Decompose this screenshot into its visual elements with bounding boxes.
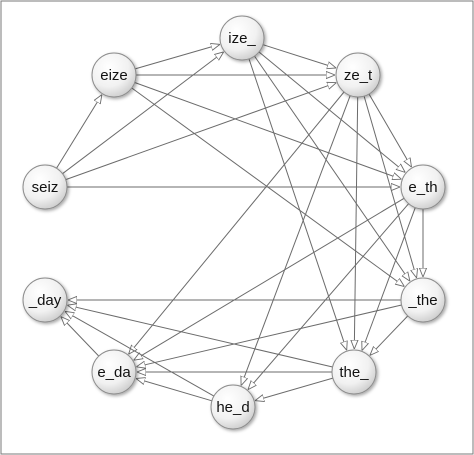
node-label: e_da <box>97 364 131 381</box>
node-circle <box>210 384 256 430</box>
edge-ze_t-to-e_da <box>129 91 345 354</box>
edge-the_-to-_day <box>67 305 333 368</box>
node-_day: _day <box>22 277 68 323</box>
edge-seiz-to-eize <box>56 95 102 169</box>
node-label: the_ <box>339 364 369 381</box>
node-e_th: e_th <box>400 164 446 210</box>
node-eize: eize <box>91 52 137 98</box>
node-circle <box>91 52 137 98</box>
node-label: ize_ <box>228 30 256 47</box>
node-he_d: he_d <box>210 384 256 430</box>
node-_the: _the <box>400 277 446 323</box>
edge-seiz-to-ize_ <box>62 52 224 175</box>
node-circle <box>335 52 381 98</box>
edge-e_da-to-_day <box>61 317 100 357</box>
node-ze_t: ze_t <box>335 52 381 98</box>
edges-layer <box>56 44 424 402</box>
node-circle <box>91 349 137 395</box>
edge-_the-to-the_ <box>370 315 409 356</box>
node-circle <box>400 277 446 323</box>
edge-e_th-to-the_ <box>362 207 416 351</box>
node-label: ze_t <box>344 67 373 84</box>
node-ize_: ize_ <box>219 15 265 61</box>
node-label: eize <box>100 67 128 84</box>
node-label: _the <box>407 292 437 309</box>
node-circle <box>22 164 68 210</box>
node-e_da: e_da <box>91 349 137 395</box>
node-label: e_th <box>408 179 437 196</box>
edge-he_d-to-_day <box>65 311 215 397</box>
edge-e_th-to-e_da <box>134 197 405 360</box>
node-circle <box>331 349 377 395</box>
edge-ize_-to-ze_t <box>262 44 336 68</box>
edge-seiz-to-ze_t <box>65 83 337 181</box>
edge-ze_t-to-_the <box>363 95 417 278</box>
edge-he_d-to-e_da <box>136 379 213 402</box>
edge-ze_t-to-e_th <box>368 93 412 167</box>
edge-ze_t-to-he_d <box>241 95 351 386</box>
edge-eize-to-_the <box>131 87 405 287</box>
node-circle <box>219 15 265 61</box>
node-label: seiz <box>32 179 59 196</box>
edge-the_-to-he_d <box>255 377 334 401</box>
node-circle <box>22 277 68 323</box>
node-label: he_d <box>216 399 249 416</box>
edge-ize_-to-the_ <box>248 58 347 350</box>
edge-ze_t-to-the_ <box>354 96 357 349</box>
edge-eize-to-ize_ <box>134 44 220 70</box>
edge-_the-to-e_da <box>136 304 402 367</box>
node-seiz: seiz <box>22 164 68 210</box>
edge-e_th-to-he_d <box>248 203 409 390</box>
node-circle <box>400 164 446 210</box>
node-label: _day <box>28 292 62 309</box>
node-the_: the_ <box>331 349 377 395</box>
edge-ize_-to-_the <box>254 55 410 281</box>
